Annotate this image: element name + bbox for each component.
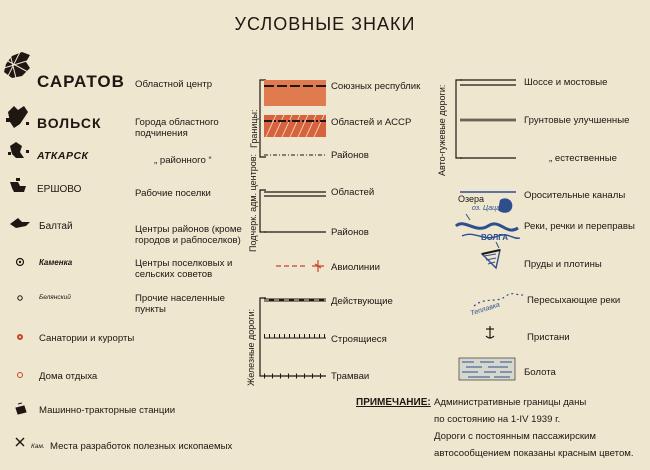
mining-abbrev: Кам. (31, 443, 45, 450)
other-settlement-label: Прочие населенные пункты (135, 293, 225, 315)
district-center-underline-label: Районов (331, 227, 369, 238)
pier-symbol (485, 326, 495, 339)
village-name-belyanskiy: Белянский (39, 294, 71, 301)
lake-name-map-label: оз. Цаца (472, 205, 501, 212)
city-regional-symbol (6, 106, 29, 128)
roads-bracket (455, 79, 462, 159)
drying-river-label: Пересыхающие реки (527, 295, 621, 306)
tractor-station-label: Машинно-тракторные станции (39, 405, 176, 416)
city-name-volsk: ВОЛЬСК (37, 115, 102, 131)
village-council-symbol (15, 257, 25, 267)
swamp-symbol (458, 357, 516, 381)
railway-construction-label: Строящиеся (331, 334, 387, 345)
railways-group-label: Железные дороги: (246, 308, 256, 386)
river-symbol (454, 213, 521, 249)
mining-label: Места разработок полезных ископаемых (50, 441, 233, 452)
city-name-ershovo: ЕРШОВО (37, 184, 82, 195)
sanatorium-label: Санатории и курорты (39, 333, 135, 344)
irrigation-canal-label: Оросительные каналы (524, 190, 626, 201)
village-name-kamenka: Каменка (39, 258, 73, 267)
region-boundary-symbol (264, 114, 326, 138)
regional-center-symbol (3, 51, 31, 79)
regional-center-label: Областной центр (135, 79, 213, 90)
district-boundary-label: Районов (331, 150, 369, 161)
regional-city-label: Города областного подчинения (135, 117, 219, 139)
region-center-underline (264, 191, 326, 197)
boundaries-bracket (259, 79, 266, 158)
highway-symbol (460, 79, 516, 86)
republic-boundary-label: Союзных республик (331, 81, 421, 92)
city-district-symbol (8, 142, 29, 158)
tramway-label: Трамваи (331, 371, 370, 382)
rest-house-symbol (17, 372, 23, 378)
region-center-underline-label: Областей (331, 187, 375, 198)
natural-road-label: „ естественные (549, 153, 617, 164)
boundaries-group-label: Границы: (249, 109, 259, 148)
note-line-2: по состоянию на 1-IV 1939 г. (434, 414, 561, 425)
city-name-atkarsk: АТКАРСК (37, 150, 89, 162)
region-boundary-label: Областей и АССР (331, 117, 412, 128)
river-label: Реки, речки и переправы (524, 221, 635, 232)
city-name-baltai: Балтай (39, 221, 73, 232)
village-council-label: Центры поселковых и сельских советов (135, 258, 233, 280)
lake-symbol (498, 198, 513, 213)
workers-settlement-symbol (10, 178, 26, 192)
highway-label: Шоссе и мостовые (524, 77, 608, 88)
tractor-station-symbol (15, 402, 27, 415)
railways-bracket (259, 297, 266, 377)
railway-active-label: Действующие (331, 296, 393, 307)
airline-label: Авиолинии (331, 262, 380, 273)
swamp-label: Болота (524, 367, 556, 378)
airline-symbol (276, 260, 324, 272)
admin-centers-bracket (259, 189, 266, 233)
city-name-saratov: САРАТОВ (37, 72, 125, 91)
drying-river-symbol (473, 293, 525, 307)
note-line-4: автосообщением показаны красным цветом. (434, 448, 634, 459)
river-name-map-label: ВОЛГА (481, 233, 509, 242)
note-heading: ПРИМЕЧАНИЕ: (356, 397, 431, 408)
admin-centers-group-label: Подчерк. адм. центров: (248, 153, 258, 252)
note-line-1: Административные границы даны (434, 397, 587, 408)
district-city-label: „ районного “ (154, 155, 212, 166)
improved-road-label: Грунтовые улучшенные (524, 115, 630, 126)
roads-group-label: Авто-гужевые дороги: (437, 84, 447, 176)
sanatorium-symbol (17, 334, 23, 340)
note-line-3: Дороги с постоянным пассажирским (434, 431, 597, 442)
mining-symbol (15, 437, 25, 447)
railway-construction-symbol (264, 334, 326, 339)
lakes-map-label: Озера (458, 194, 485, 204)
other-settlement-symbol (17, 295, 23, 301)
pond-dam-label: Пруды и плотины (524, 259, 602, 270)
workers-settlement-label: Рабочие поселки (135, 188, 211, 199)
pier-label: Пристани (527, 332, 570, 343)
republic-boundary-symbol (264, 80, 326, 106)
pond-dam-symbol (480, 249, 501, 270)
district-center-symbol (10, 218, 30, 228)
legend-title: УСЛОВНЫЕ ЗНАКИ (234, 14, 416, 34)
rest-house-label: Дома отдыха (39, 371, 98, 382)
district-center-label: Центры районов (кроме городов и рабпосел… (135, 224, 242, 246)
